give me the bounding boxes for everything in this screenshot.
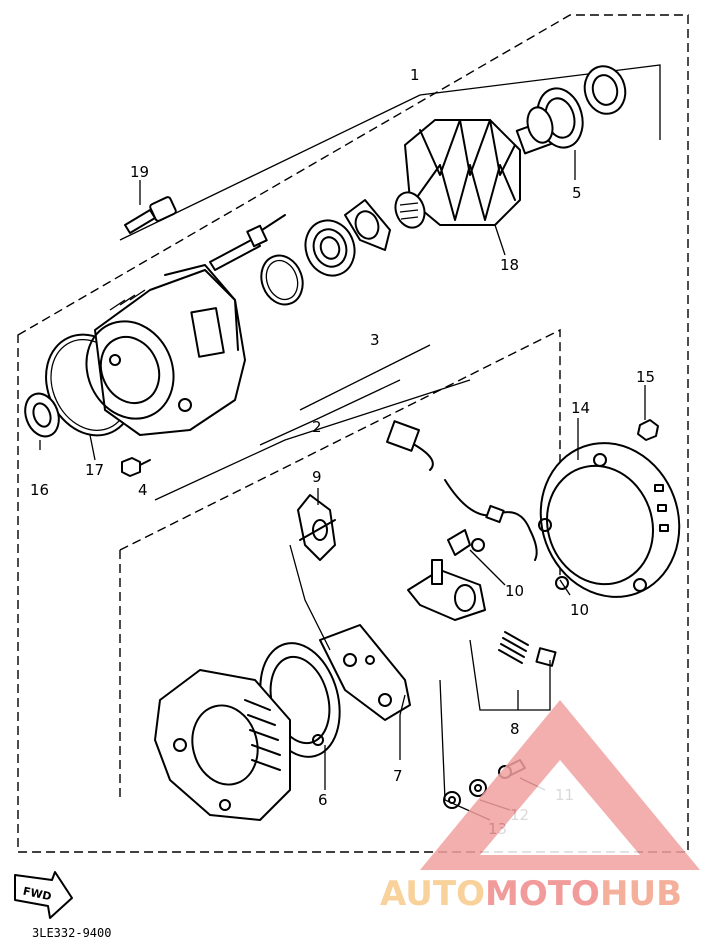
leader-4-group	[154, 379, 471, 501]
part-12-washer	[469, 779, 487, 797]
watermark-text-hub: HUB	[600, 874, 682, 914]
callout-9: 9	[312, 468, 322, 486]
callout-8: 8	[510, 720, 520, 738]
watermark-triangle-inner	[480, 760, 640, 855]
leader-3-group	[299, 344, 431, 411]
callout-3: 3	[370, 331, 380, 349]
watermark-text-auto: AUTO	[380, 874, 485, 914]
alternator-housing	[85, 264, 246, 436]
callout-4: 4	[138, 481, 148, 499]
callout-14: 14	[571, 399, 590, 417]
callout-1: 1	[410, 66, 420, 84]
callout-7: 7	[393, 767, 403, 785]
part-7-rectifier	[319, 624, 411, 721]
front-cover-housing	[154, 669, 291, 821]
top-oil-seal	[583, 65, 627, 115]
wire-harness-connector	[386, 420, 538, 561]
leader-1	[119, 64, 661, 241]
callout-6: 6	[318, 791, 328, 809]
callout-16: 16	[30, 481, 49, 499]
part-2-stud	[209, 214, 286, 271]
callout-18: 18	[500, 256, 519, 274]
part-5-bearing	[526, 87, 584, 149]
callout-15: 15	[636, 368, 655, 386]
leader-2-group	[259, 379, 401, 446]
part-10-screw-b	[471, 538, 485, 552]
part-16-oil-seal	[24, 392, 60, 438]
fwd-arrow-icon: FWD	[14, 871, 73, 919]
part-19-bolt	[124, 196, 177, 234]
callout-10-b: 10	[570, 601, 589, 619]
part-14-rear-cover	[538, 442, 681, 598]
callout-5: 5	[572, 184, 582, 202]
callout-17: 17	[85, 461, 104, 479]
part-13-washer	[443, 791, 461, 809]
part-4-bolt	[121, 457, 151, 477]
part-9-bracket	[297, 494, 336, 561]
part-8-brush-holder	[407, 559, 486, 621]
callout-2: 2	[312, 418, 322, 436]
part-10-bracket	[447, 529, 471, 556]
part-8-spring-brush	[498, 631, 557, 667]
callout-10-a: 10	[505, 582, 524, 600]
callout-19: 19	[130, 163, 149, 181]
watermark-text-moto: MOTO	[485, 874, 600, 914]
fwd-label: FWD	[22, 885, 53, 904]
part-3-retainer-plate	[344, 199, 391, 251]
part-code: 3LE332-9400	[32, 926, 111, 940]
part-2-ring	[260, 254, 304, 306]
part-15-nut	[637, 419, 659, 441]
part-3-bearing	[304, 219, 356, 277]
automotohub-watermark: AUTO MOTO HUB	[380, 700, 700, 914]
part-18-rotor	[394, 119, 555, 229]
